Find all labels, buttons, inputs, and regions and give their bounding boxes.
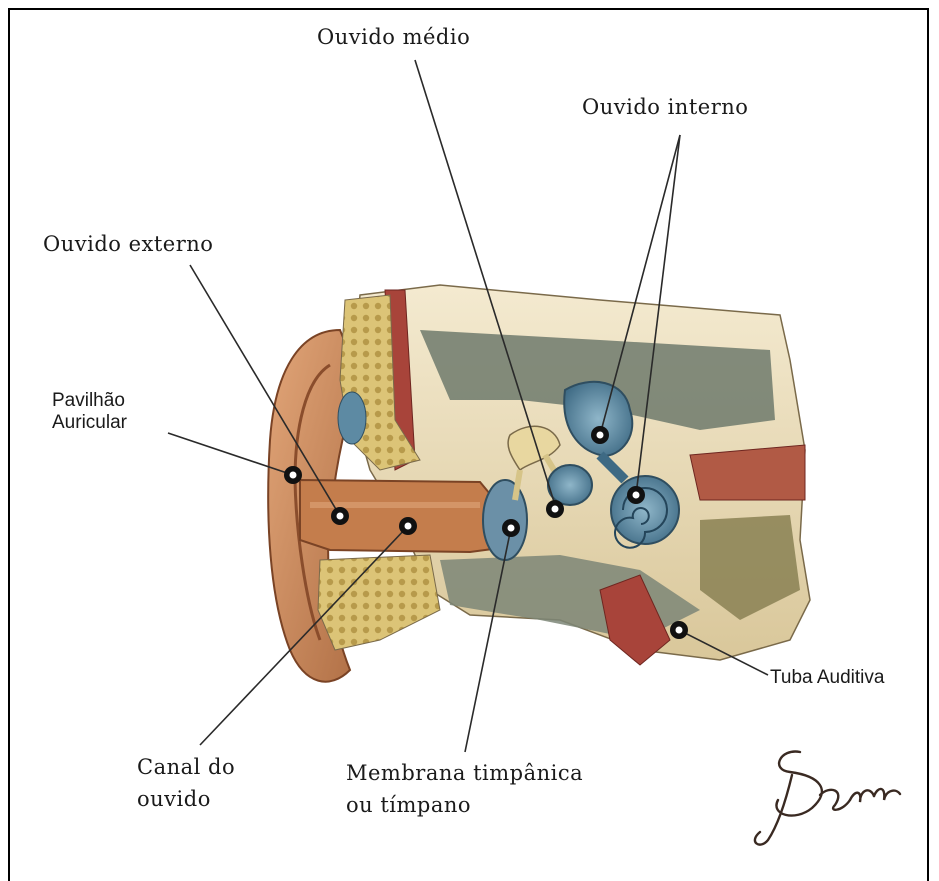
white-dot-marker-icon <box>284 466 302 484</box>
label-outer-ear: Ouvido externo <box>43 232 213 256</box>
white-dot-marker-icon <box>546 500 564 518</box>
label-pinna-line-1: Pavilhão <box>52 390 127 412</box>
white-dot-marker-icon <box>502 519 520 537</box>
label-ear-canal-line-2: ouvido <box>137 784 235 816</box>
label-auditory-tube: Tuba Auditiva <box>770 667 884 689</box>
label-middle-ear: Ouvido médio <box>317 25 470 49</box>
tympanic-membrane-shape <box>483 480 527 560</box>
white-dot-marker-icon <box>399 517 417 535</box>
label-pinna: Pavilhão Auricular <box>52 390 127 434</box>
label-tympanic-membrane-line-1: Membrana timpânica <box>346 758 583 790</box>
ear-canal-illustration <box>300 480 500 552</box>
white-dot-marker-icon <box>670 621 688 639</box>
label-tympanic-membrane: Membrana timpânica ou tímpano <box>346 758 583 821</box>
label-inner-ear: Ouvido interno <box>582 95 748 119</box>
white-dot-marker-icon <box>591 426 609 444</box>
label-ear-canal: Canal do ouvido <box>137 752 235 815</box>
white-dot-marker-icon <box>331 507 349 525</box>
artist-signature <box>755 752 900 845</box>
label-pinna-line-2: Auricular <box>52 412 127 434</box>
label-ear-canal-line-1: Canal do <box>137 752 235 784</box>
white-dot-marker-icon <box>627 486 645 504</box>
label-tympanic-membrane-line-2: ou tímpano <box>346 790 583 822</box>
